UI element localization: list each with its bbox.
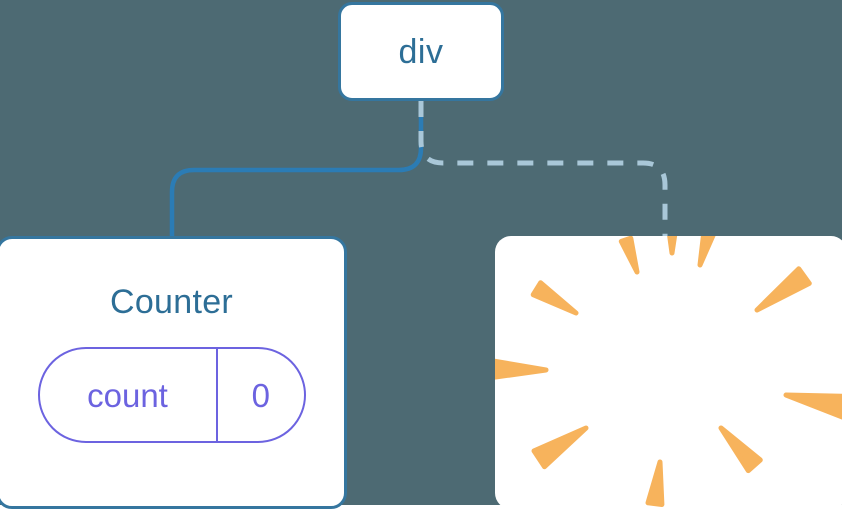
- node-div[interactable]: div: [338, 2, 504, 101]
- sparkle-ray-9: [754, 266, 812, 313]
- sparkle-ray-7: [718, 425, 763, 474]
- sparkle-ray-1: [667, 236, 678, 256]
- sparkle-ray-3: [530, 280, 579, 316]
- node-div-label: div: [398, 32, 444, 71]
- sparkle-ray-8: [783, 392, 842, 420]
- sparkle-ray-2: [618, 236, 640, 275]
- sparkle-ray-5: [531, 425, 589, 470]
- sparkle-ray-10: [697, 236, 716, 268]
- edge-div-to-counter: [169, 98, 424, 241]
- node-counter[interactable]: Counter count 0: [0, 236, 347, 509]
- state-pill[interactable]: count 0: [37, 347, 306, 443]
- edge-div-to-sparkle: [418, 101, 668, 240]
- sparkle-ray-6: [645, 459, 665, 507]
- sparkle-burst-icon: [495, 236, 842, 507]
- state-pill-value: 0: [251, 376, 270, 414]
- node-sparkle[interactable]: [495, 236, 842, 509]
- state-pill-key: count: [87, 376, 168, 414]
- sparkle-ray-4: [495, 358, 549, 380]
- state-pill-divider: [215, 349, 218, 441]
- node-counter-label: Counter: [109, 283, 234, 321]
